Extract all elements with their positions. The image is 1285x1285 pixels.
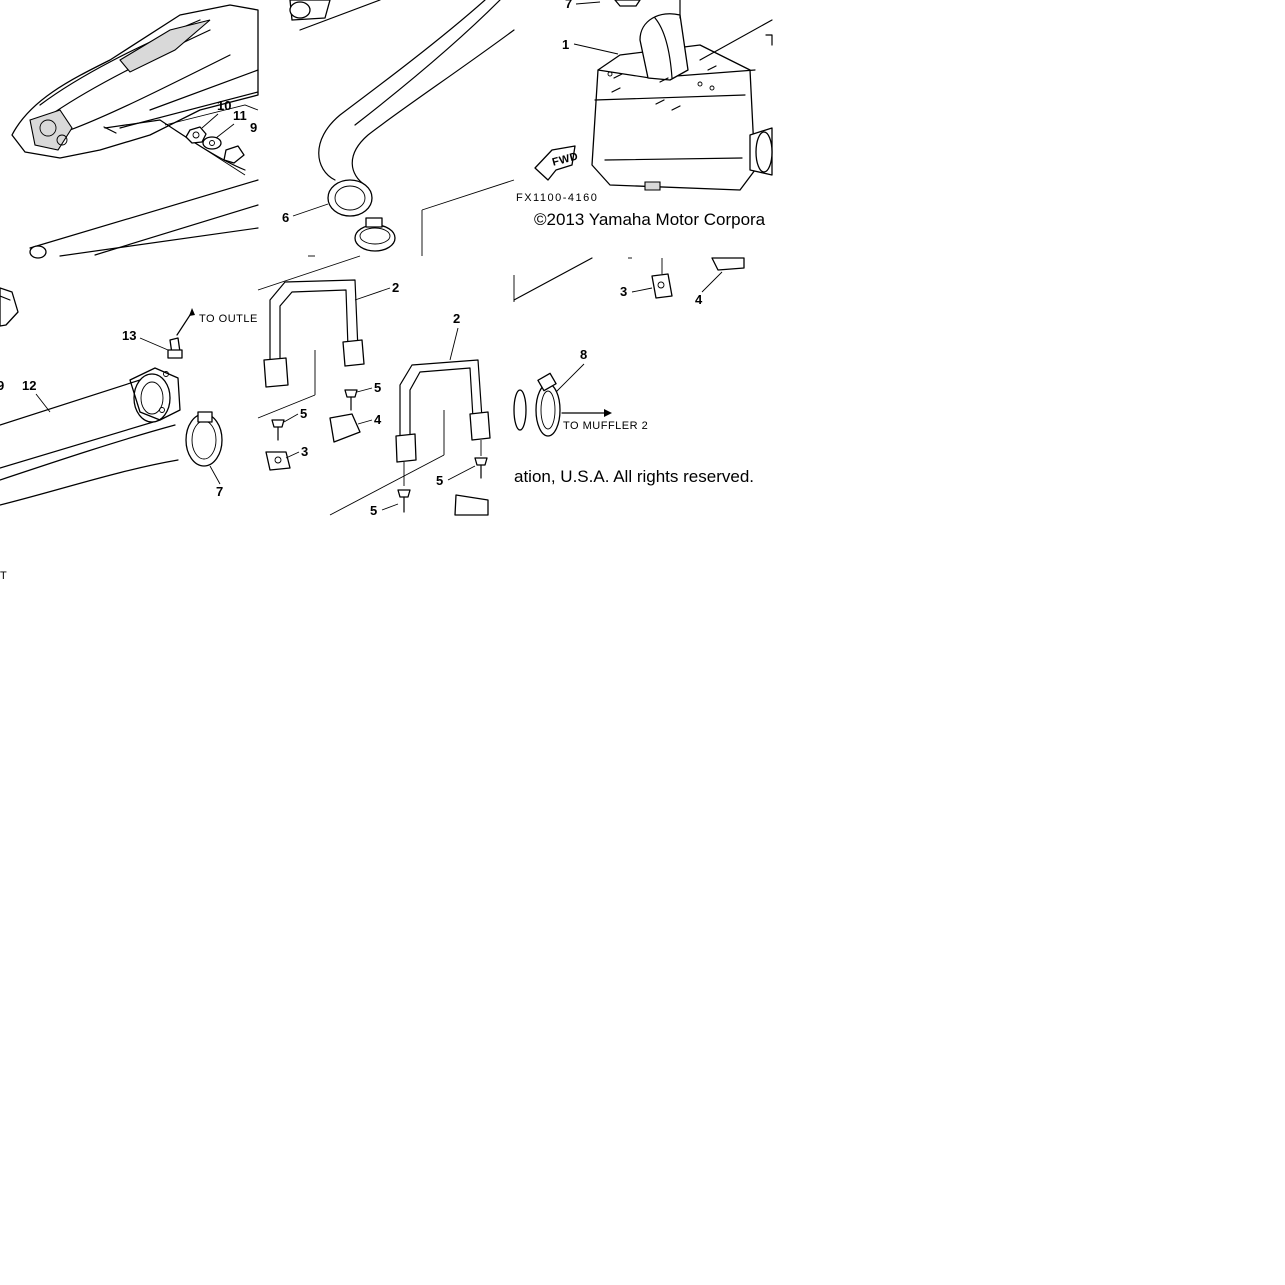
hose-clamp-upper: [354, 217, 396, 252]
to-outlet-label: TO OUTLE: [199, 313, 258, 325]
callout-5a: 5: [374, 380, 381, 395]
bolts-and-brackets: [257, 255, 489, 516]
callout-7a: 7: [565, 0, 572, 11]
callout-2a: 2: [392, 280, 399, 295]
mounting-band-left: [263, 279, 365, 388]
callout-10: 10: [217, 98, 231, 113]
callout-8: 8: [580, 347, 587, 362]
copyright-start: ©2013 Yamaha Motor Corpora: [534, 210, 766, 229]
callout-1: 1: [562, 37, 569, 52]
callout-6: 6: [282, 210, 289, 225]
to-muffler-label: TO MUFFLER 2: [563, 420, 648, 432]
callout-9b: 9: [0, 378, 4, 393]
callout-4b: 4: [695, 292, 703, 307]
callout-5b: 5: [300, 406, 307, 421]
callout-12: 12: [22, 378, 36, 393]
nut-washer-plug: [103, 104, 259, 176]
mounting-band-right: [395, 359, 491, 463]
callout-13: 13: [122, 328, 136, 343]
callout-3a: 3: [301, 444, 308, 459]
callout-5d: 5: [370, 503, 377, 518]
callout-3b: 3: [620, 284, 627, 299]
fwd-arrow: FWD: [534, 145, 580, 181]
bolt-13: [167, 308, 195, 359]
exhaust-pipe-12: [0, 287, 181, 506]
callout-2b: 2: [453, 311, 460, 326]
callout-9a: 9: [250, 120, 257, 135]
exhaust-hose-6: [289, 0, 515, 217]
muffler-1: [591, 0, 773, 191]
hose-clamp-8: [513, 372, 612, 437]
watercraft-hull: [11, 4, 259, 171]
copyright-end: ation, U.S.A. All rights reserved.: [514, 467, 754, 486]
exhaust-hose-upper: [29, 179, 259, 259]
bracket-3-4: [513, 257, 745, 302]
callout-5c: 5: [436, 473, 443, 488]
hose-clamp-7: [185, 411, 223, 467]
diagram-code: FX1100-4160: [516, 192, 598, 204]
callout-4a: 4: [374, 412, 382, 427]
callout-11: 11: [233, 108, 247, 123]
to-outlet-fragment: T: [0, 570, 7, 582]
callout-7b: 7: [216, 484, 223, 499]
